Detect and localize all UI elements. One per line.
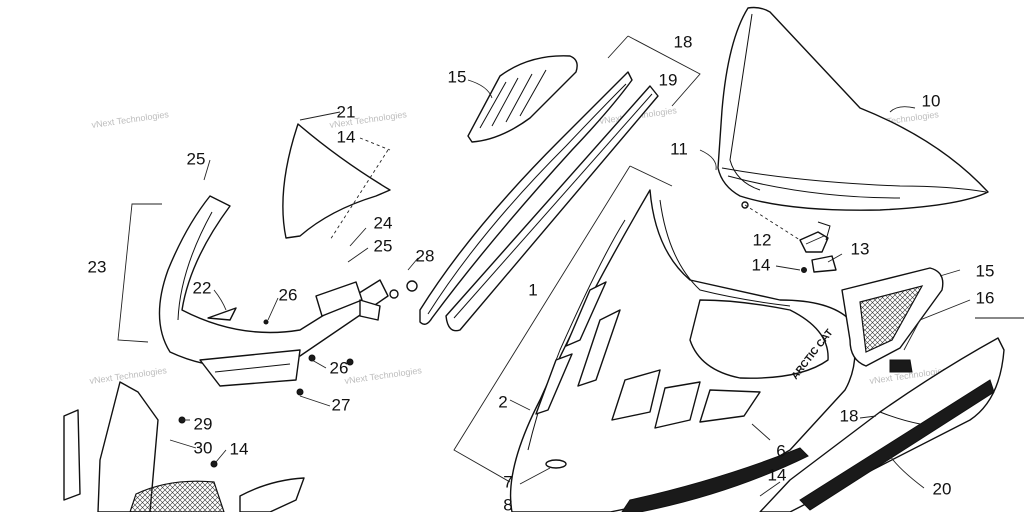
callout-14: 14 (752, 255, 771, 274)
callout-6: 6 (776, 441, 785, 460)
callout-26: 26 (279, 285, 298, 304)
callout-29: 29 (194, 414, 213, 433)
callout-25: 25 (187, 149, 206, 168)
callout-11: 11 (670, 139, 688, 158)
callout-15: 15 (448, 67, 467, 86)
hood: ARCTIC CAT (509, 189, 856, 512)
callout-13: 13 (851, 239, 870, 258)
callout-14: 14 (230, 439, 249, 458)
center-trim (419, 71, 659, 332)
leader-lines (117, 35, 971, 497)
nose-assembly (158, 123, 418, 396)
callout-15: 15 (976, 261, 995, 280)
windshield-bracket (744, 204, 837, 273)
callout-26: 26 (330, 358, 349, 377)
lower-left-parts (63, 381, 305, 512)
side-panel-right (759, 317, 1024, 512)
callout-19: 19 (659, 70, 678, 89)
windshield (717, 6, 989, 211)
callout-20: 20 (933, 479, 952, 498)
callout-14: 14 (337, 127, 356, 146)
callout-30: 30 (194, 438, 213, 457)
callout-labels: 1 2 6 7 8 10 11 12 13 14 14 14 14 15 15 … (88, 32, 995, 512)
callout-1: 1 (528, 280, 537, 299)
callout-7: 7 (503, 472, 512, 491)
callout-18: 18 (674, 32, 693, 51)
callout-25: 25 (374, 236, 393, 255)
callout-23: 23 (88, 257, 107, 276)
callout-10: 10 (922, 91, 941, 110)
watermark-text: vNext Technologies (344, 365, 423, 386)
callout-22: 22 (193, 278, 212, 297)
callout-2: 2 (498, 392, 507, 411)
callout-27: 27 (332, 395, 351, 414)
callout-8: 8 (503, 495, 512, 512)
callout-24: 24 (374, 213, 393, 232)
callout-28: 28 (416, 246, 435, 265)
vent-right (841, 267, 944, 373)
callout-14: 14 (768, 465, 787, 484)
watermark-text: vNext Technologies (89, 365, 168, 386)
callout-18: 18 (840, 406, 859, 425)
callout-16: 16 (976, 288, 995, 307)
vent-upper (467, 55, 578, 143)
callout-21: 21 (337, 102, 356, 121)
callout-12: 12 (753, 230, 772, 249)
watermark-text: vNext Technologies (91, 109, 170, 130)
